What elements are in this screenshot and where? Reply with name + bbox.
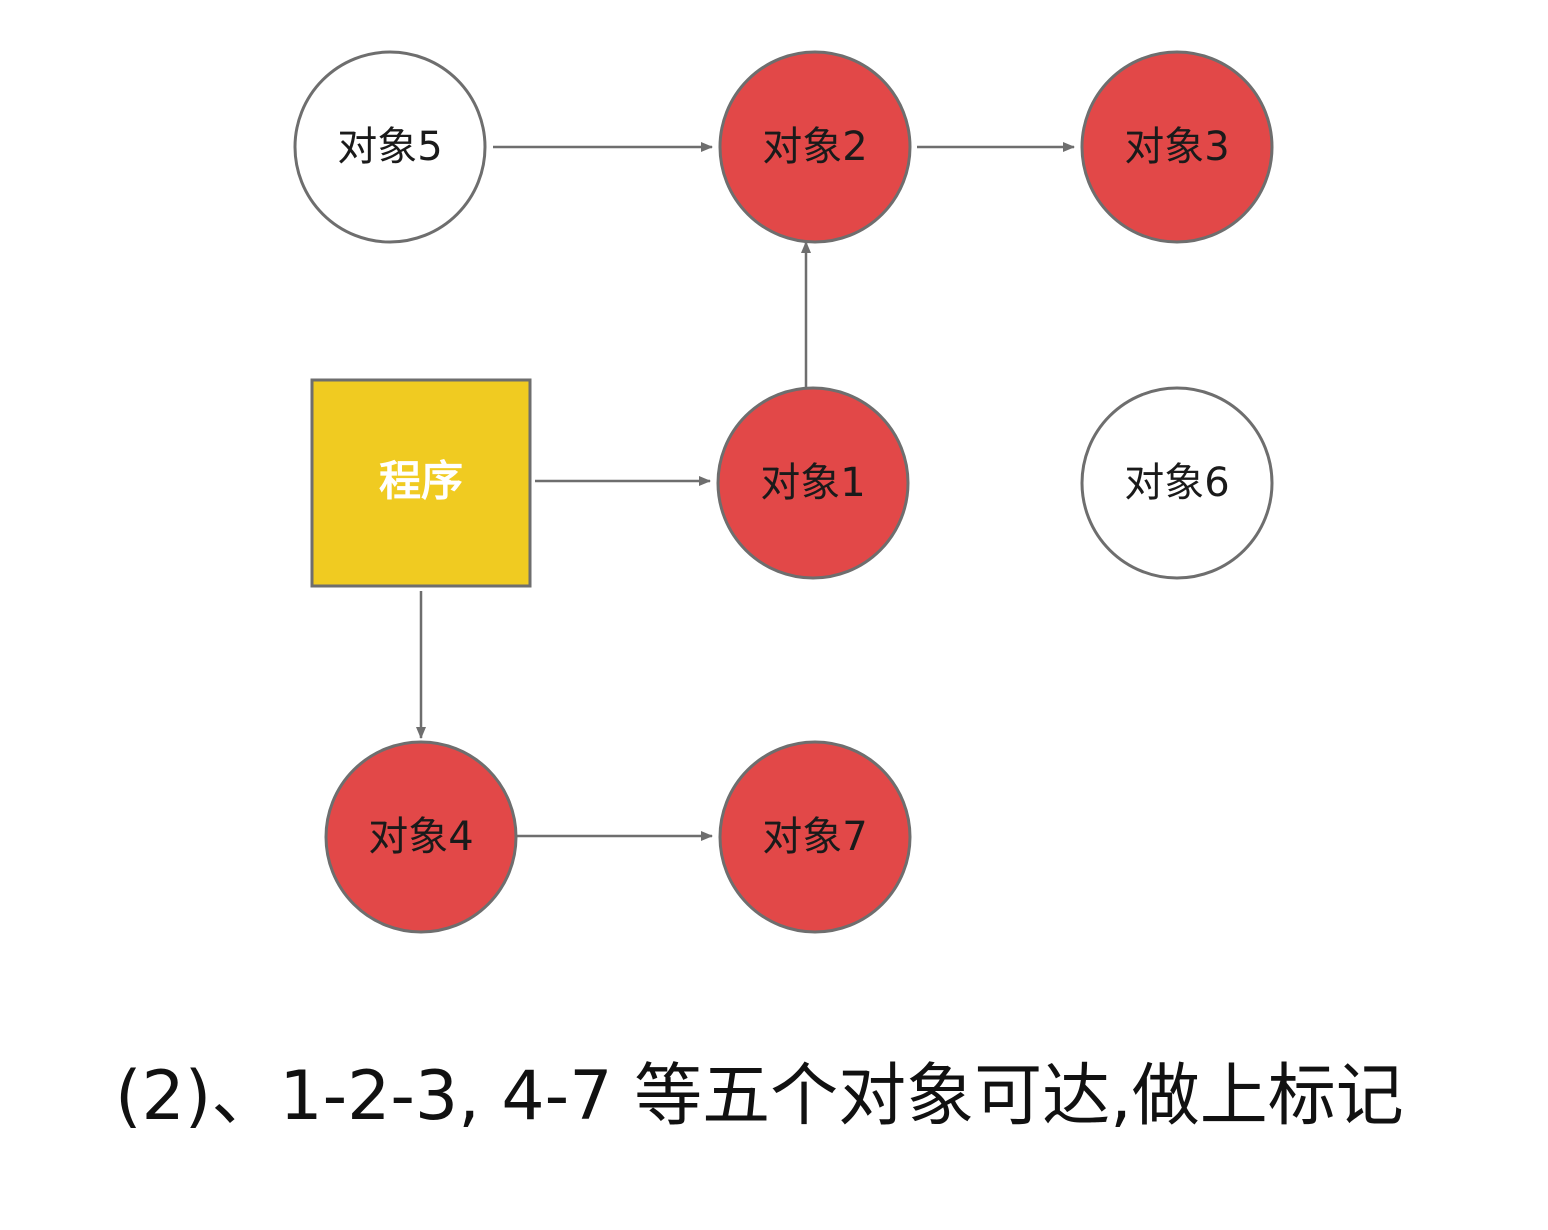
object-node-obj2: 对象2: [718, 50, 912, 244]
object-node-obj1: 对象1: [716, 386, 910, 580]
object-label: 对象5: [337, 124, 442, 170]
object-label: 对象7: [762, 814, 867, 860]
marked-object-circle: [718, 740, 912, 934]
unmarked-object-circle: [1080, 386, 1274, 580]
marked-object-circle: [716, 386, 910, 580]
object-label: 对象1: [760, 460, 865, 506]
marked-object-circle: [718, 50, 912, 244]
object-node-obj5: 对象5: [293, 50, 487, 244]
program-box: [310, 378, 532, 588]
object-label: 对象4: [368, 814, 473, 860]
unmarked-object-circle: [293, 50, 487, 244]
marked-object-circle: [324, 740, 518, 934]
marked-object-circle: [1080, 50, 1274, 244]
nodes: 程序 对象5 对象2 对象3 对象1 对象6 对象4 对象7: [293, 50, 1274, 934]
object-label: 对象3: [1124, 124, 1229, 170]
object-node-obj7: 对象7: [718, 740, 912, 934]
program-node: 程序: [310, 378, 532, 588]
object-label: 对象6: [1124, 460, 1229, 506]
edges: [416, 142, 1075, 841]
program-label: 程序: [379, 457, 463, 506]
object-label: 对象2: [762, 124, 867, 170]
object-node-obj6: 对象6: [1080, 386, 1274, 580]
object-node-obj3: 对象3: [1080, 50, 1274, 244]
object-node-obj4: 对象4: [324, 740, 518, 934]
caption: (2)、1-2-3, 4-7 等五个对象可达,做上标记: [115, 1057, 1404, 1136]
